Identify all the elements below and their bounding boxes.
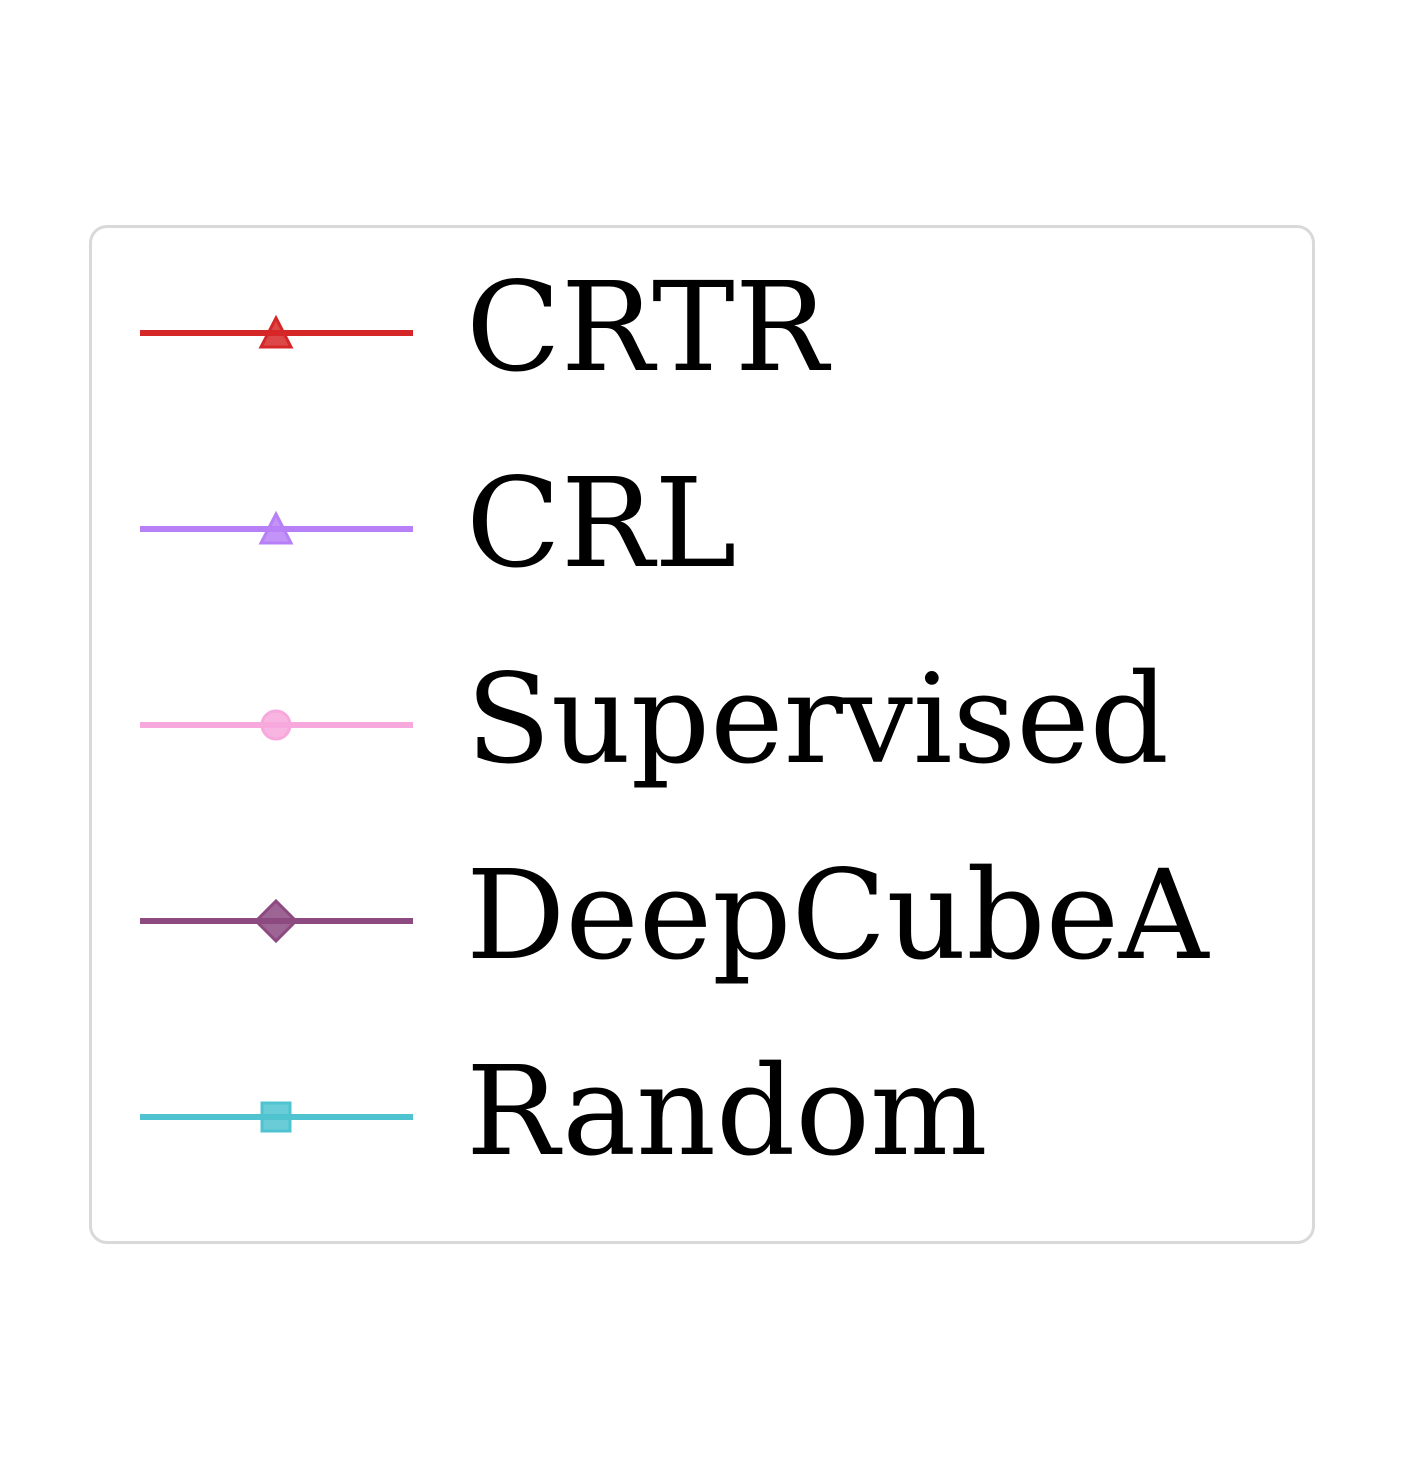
legend-box (89, 225, 1315, 1244)
legend-marker-supervised (260, 709, 292, 741)
legend-label-deepcubea: DeepCubeA (466, 844, 1209, 988)
legend-label-supervised: Supervised (466, 648, 1169, 792)
legend-marker-deepcubea (253, 898, 299, 944)
legend-marker-crl (258, 510, 294, 545)
legend-marker-crtr (258, 314, 294, 349)
legend-label-crtr: CRTR (466, 256, 829, 400)
legend-label-crl: CRL (466, 452, 737, 596)
legend-label-random: Random (466, 1040, 988, 1184)
legend-marker-random (260, 1101, 292, 1133)
